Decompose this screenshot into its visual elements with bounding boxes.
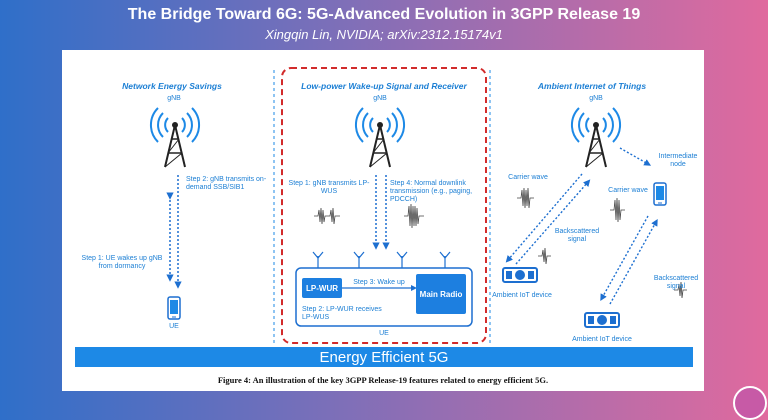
page-title: The Bridge Toward 6G: 5G-Advanced Evolut…: [127, 6, 641, 23]
middle-step4-label: Step 4: Normal downlink transmission (e.…: [390, 180, 473, 203]
middle-step2-label: Step 2: LP-WUR receives LP-WUS: [302, 306, 382, 321]
ambient-iot-device-label-2: Ambient IoT device: [572, 336, 632, 343]
carrier-wave-label-2: Carrier wave: [608, 187, 648, 194]
ue-label-middle: UE: [379, 330, 389, 337]
ambient-iot-device-label-1: Ambient IoT device: [492, 292, 552, 299]
middle-step1-label: Step 1: gNB transmits LP-WUS: [288, 180, 370, 195]
left-step2-label: Step 2: gNB transmits on-demand SSB/SIB1: [186, 176, 267, 191]
backscatter-label-1: Backscattered signal: [554, 228, 600, 243]
highlight-box: [281, 67, 487, 344]
gnb-label-middle: gNB: [373, 95, 387, 102]
antenna-2: [353, 251, 365, 269]
gnb-tower-right: [570, 107, 622, 168]
lpwus-waveform: [314, 207, 340, 225]
antenna-4: [439, 251, 451, 269]
backscatter-waveform-1: [538, 247, 551, 265]
section-title-wakeup: Low-power Wake-up Signal and Receiver: [301, 81, 467, 91]
gnb-tower-left: [149, 107, 201, 168]
arrow-device2-node: [609, 218, 658, 305]
backscatter-label-2: Backscattered signal: [653, 275, 699, 290]
arrow-device1-gnb: [515, 179, 591, 265]
page-subtitle: Xingqin Lin, NVIDIA; arXiv:2312.15174v1: [265, 27, 503, 42]
antenna-1: [312, 251, 324, 269]
carrier-waveform-2: [610, 197, 625, 223]
ue-label-left: UE: [169, 323, 179, 330]
figure-card: Network Energy Savings Low-power Wake-up…: [62, 50, 704, 391]
left-step1-label: Step 1: UE wakes up gNB from dormancy: [81, 255, 163, 270]
backscatter-waveform-2: [674, 281, 687, 299]
energy-efficient-banner: Energy Efficient 5G: [75, 347, 693, 367]
figure-caption: Figure 4: An illustration of the key 3GP…: [217, 375, 549, 385]
ue-phone-left: [167, 296, 181, 320]
lp-wur-box: LP-WUR: [302, 278, 342, 298]
ambient-iot-device-2: [584, 312, 620, 328]
section-title-network-energy: Network Energy Savings: [122, 81, 222, 91]
channel-logo-icon: [733, 386, 767, 420]
downlink-waveform: [404, 203, 424, 229]
gnb-label-right: gNB: [589, 95, 603, 102]
gnb-label-left: gNB: [167, 95, 181, 102]
arrow-gnb-node: [619, 147, 652, 166]
wakeup-label: Step 3: Wake up: [353, 279, 405, 286]
carrier-waveform-1: [517, 187, 534, 209]
intermediate-node-label: Intermediate node: [658, 153, 698, 168]
main-radio-box: Main Radio: [416, 274, 466, 314]
arrow-gnb-device1: [505, 173, 583, 263]
arrow-node-device2: [600, 215, 649, 302]
gnb-tower-middle: [354, 107, 406, 168]
antenna-3: [396, 251, 408, 269]
carrier-wave-label-1: Carrier wave: [508, 174, 548, 181]
section-title-ambient-iot: Ambient Internet of Things: [537, 81, 647, 91]
ambient-iot-device-1: [502, 267, 538, 283]
